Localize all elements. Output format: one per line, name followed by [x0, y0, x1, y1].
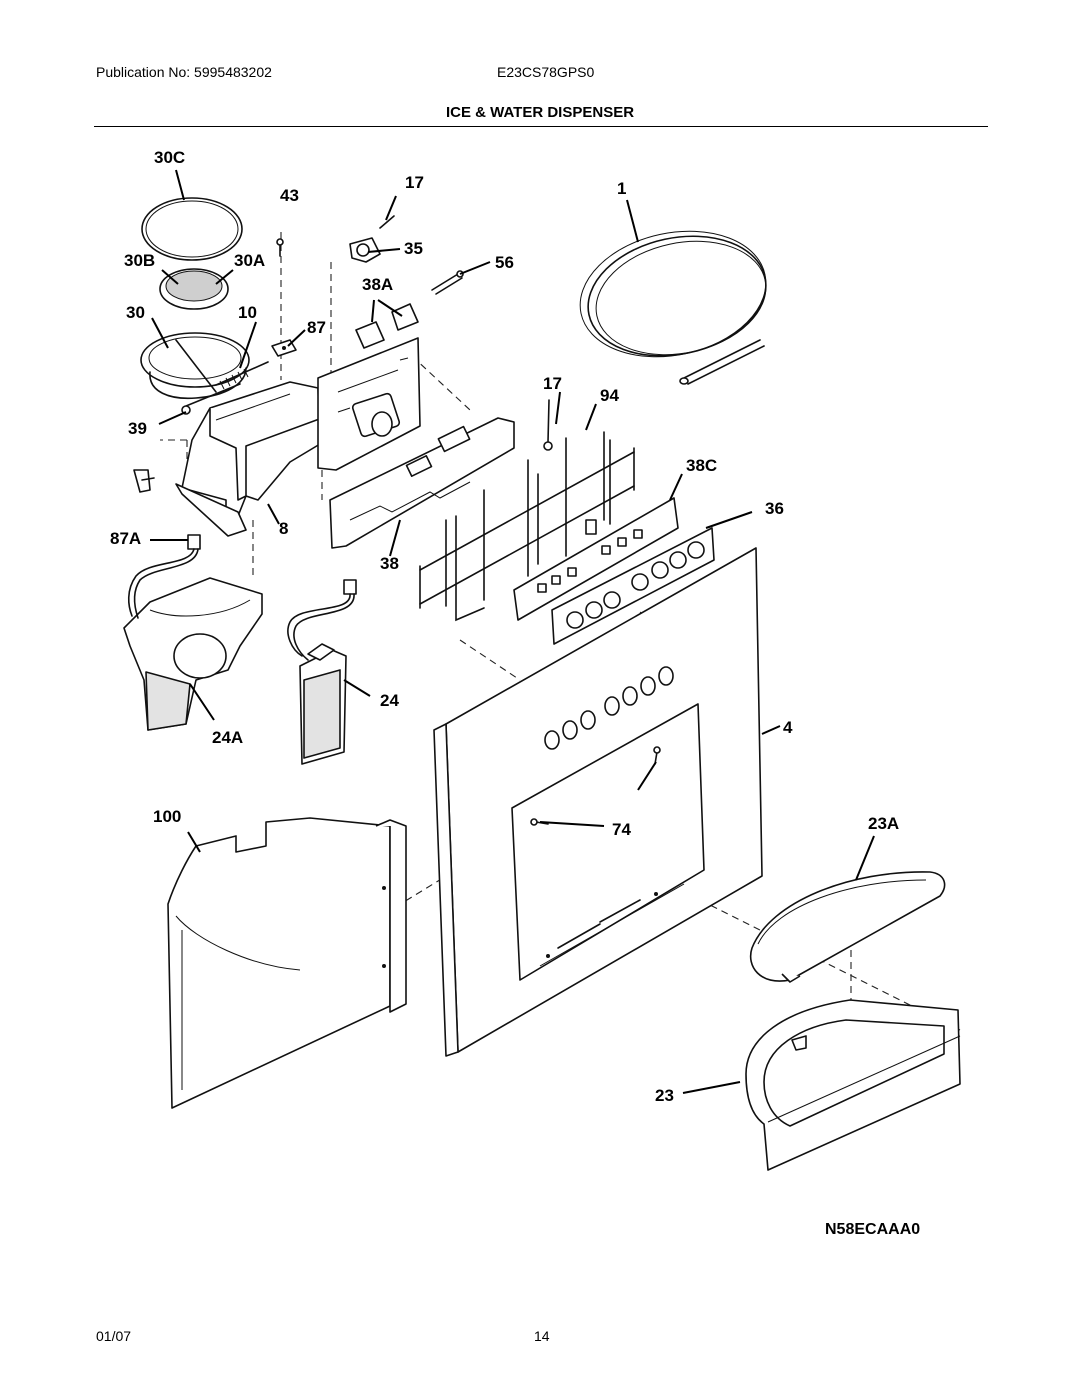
- callout-38c: 38C: [686, 456, 717, 475]
- callout-23a: 23A: [868, 814, 899, 833]
- indicator-board-38c: [513, 497, 679, 621]
- callout-87: 87: [307, 318, 326, 337]
- callout-43: 43: [280, 186, 299, 205]
- callout-24: 24: [380, 691, 399, 710]
- back-panel-100: [167, 817, 407, 1109]
- water-tube-1: [579, 230, 767, 385]
- callout-24a: 24A: [212, 728, 243, 747]
- bracket-87a: [133, 469, 155, 493]
- diagram-code: N58ECAAA0: [825, 1221, 920, 1238]
- callout-30b: 30B: [124, 251, 155, 270]
- ice-chute-24a: [123, 534, 263, 731]
- footer-date: 01/07: [96, 1328, 132, 1344]
- callout-87a: 87A: [110, 529, 141, 548]
- callout-39: 39: [128, 419, 147, 438]
- screw-17b-head: [543, 441, 553, 451]
- switches-38a: [355, 303, 419, 349]
- callout-35: 35: [404, 239, 423, 258]
- callout-30: 30: [126, 303, 145, 322]
- solenoid-35: [349, 237, 381, 263]
- callout-23: 23: [655, 1086, 674, 1105]
- lens-30a-30b: [159, 268, 229, 310]
- overlay-panel-36: [551, 527, 715, 645]
- control-board-38: [329, 417, 515, 549]
- leader-lines: [150, 169, 875, 1094]
- callout-17a: 17: [405, 173, 424, 192]
- switch-grid-94: [419, 431, 635, 622]
- callout-36: 36: [765, 499, 784, 518]
- chute-door-24: [287, 579, 357, 765]
- callout-labels: 30C 43 17 1 30B 30A 35 56 38A 30 10 87 1…: [110, 148, 920, 1238]
- callout-56: 56: [495, 253, 514, 272]
- callout-100: 100: [153, 807, 181, 826]
- page-title: ICE & WATER DISPENSER: [445, 104, 635, 121]
- callout-30c: 30C: [154, 148, 185, 167]
- screw-17a: [379, 215, 395, 229]
- screw-43: [276, 238, 284, 257]
- callout-38a: 38A: [362, 275, 393, 294]
- callout-1: 1: [617, 179, 626, 198]
- gasket-ring-30c-inner: [145, 200, 239, 258]
- pin-56: [431, 270, 464, 295]
- screw-17b: [547, 399, 550, 443]
- callout-74: 74: [612, 820, 631, 839]
- title-rule: [94, 126, 988, 127]
- front-frame-4: [433, 547, 763, 1057]
- gasket-ring-30c: [141, 197, 243, 261]
- callout-17b: 17: [543, 374, 562, 393]
- callout-38: 38: [380, 554, 399, 573]
- dispenser-housing-8: [175, 381, 323, 537]
- model-number: E23CS78GPS0: [497, 64, 595, 80]
- callout-30a: 30A: [234, 251, 265, 270]
- publication-number: Publication No: 5995483202: [96, 64, 272, 80]
- footer-page-number: 14: [534, 1328, 550, 1344]
- drip-tray-23: [745, 999, 961, 1171]
- callout-94: 94: [600, 386, 619, 405]
- callout-4: 4: [783, 718, 793, 737]
- callout-10: 10: [238, 303, 257, 322]
- cover-23a: [749, 871, 946, 983]
- callout-8: 8: [279, 519, 288, 538]
- mounting-plate: [317, 337, 421, 471]
